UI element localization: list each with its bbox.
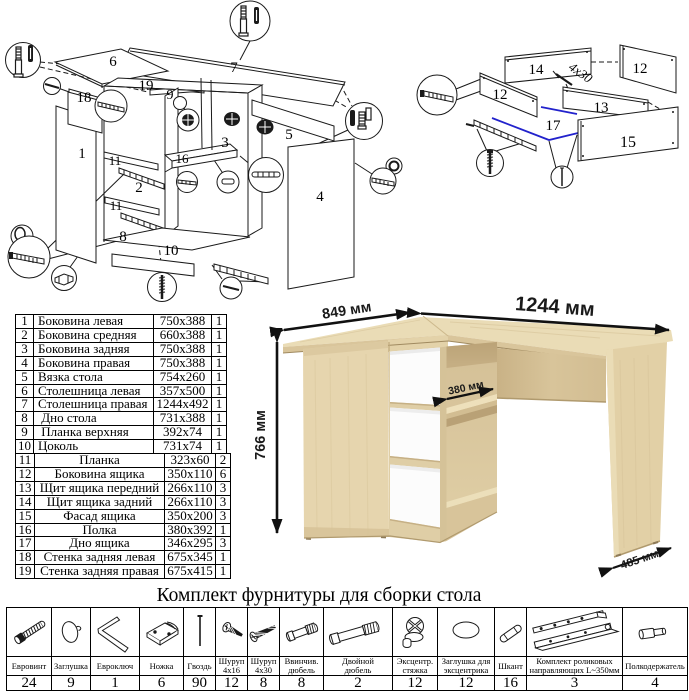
svg-text:18: 18	[77, 90, 92, 106]
svg-text:10: 10	[164, 243, 179, 259]
svg-text:15: 15	[620, 134, 636, 151]
svg-text:16: 16	[176, 151, 190, 166]
svg-text:13: 13	[594, 100, 609, 116]
svg-text:12: 12	[493, 87, 508, 103]
svg-text:2: 2	[135, 180, 143, 196]
svg-text:9: 9	[167, 88, 174, 103]
svg-text:19: 19	[139, 78, 154, 94]
svg-text:3: 3	[221, 135, 229, 151]
svg-text:8: 8	[119, 229, 127, 245]
svg-text:11: 11	[109, 153, 122, 168]
svg-text:1: 1	[78, 146, 86, 162]
svg-text:17: 17	[546, 118, 562, 134]
svg-text:11: 11	[110, 198, 123, 213]
svg-text:4: 4	[316, 189, 324, 205]
svg-text:14: 14	[529, 62, 545, 78]
svg-text:6: 6	[109, 54, 117, 70]
svg-text:12: 12	[633, 61, 648, 77]
svg-text:5: 5	[285, 127, 293, 143]
svg-text:7: 7	[230, 60, 238, 76]
